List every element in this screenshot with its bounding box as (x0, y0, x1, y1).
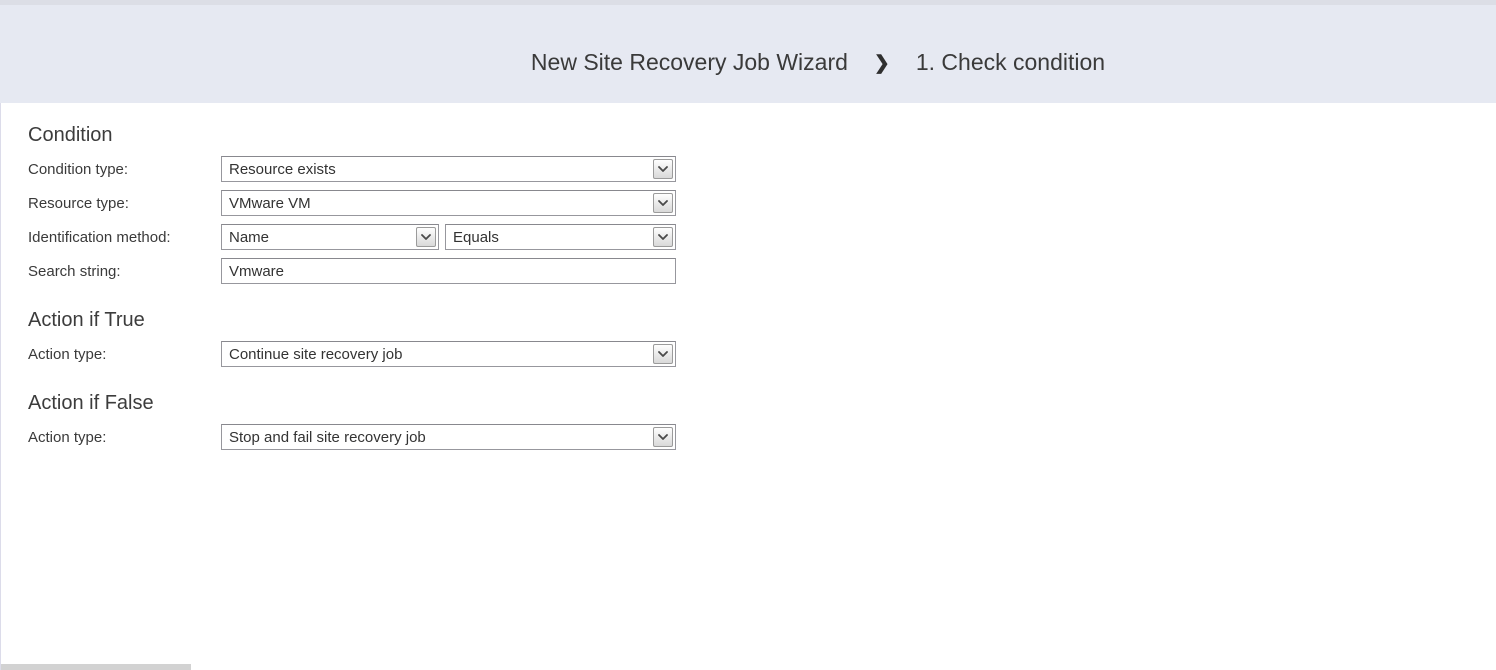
search-string-label: Search string: (28, 262, 121, 280)
condition-type-value: Resource exists (229, 160, 336, 178)
action-if-false-type-row: Action type: Stop and fail site recovery… (28, 424, 1496, 450)
search-string-input[interactable] (221, 258, 676, 284)
section-heading-condition: Condition (28, 124, 113, 146)
chevron-down-icon[interactable] (416, 227, 436, 247)
wizard-title: New Site Recovery Job Wizard (530, 49, 848, 75)
chevron-down-icon[interactable] (653, 427, 673, 447)
identification-method-value: Name (229, 228, 270, 246)
chevron-down-icon[interactable] (653, 227, 673, 247)
wizard-step-title: 1. Check condition (915, 49, 1106, 75)
action-if-false-type-label: Action type: (28, 428, 107, 446)
action-if-true-type-row: Action type: Continue site recovery job (28, 341, 1496, 367)
resource-type-label: Resource type: (28, 194, 129, 212)
condition-type-label: Condition type: (28, 160, 129, 178)
section-heading-action-if-false: Action if False (28, 392, 154, 414)
action-if-true-type-value: Continue site recovery job (229, 345, 403, 363)
action-if-false-type-select[interactable]: Stop and fail site recovery job (221, 424, 676, 450)
identification-method-label: Identification method: (28, 228, 171, 246)
chevron-down-icon[interactable] (653, 193, 673, 213)
identification-method-row: Identification method: Name Equals (28, 224, 1496, 250)
condition-type-row: Condition type: Resource exists (28, 156, 1496, 182)
wizard-header: New Site Recovery Job Wizard ❯ 1. Check … (0, 0, 1496, 103)
chevron-down-icon[interactable] (653, 159, 673, 179)
identification-operator-value: Equals (453, 228, 499, 246)
resource-type-select[interactable]: VMware VM (221, 190, 676, 216)
chevron-right-icon: ❯ (873, 53, 890, 74)
action-if-true-type-select[interactable]: Continue site recovery job (221, 341, 676, 367)
wizard-step-content: Condition Condition type: Resource exist… (0, 103, 1496, 670)
chevron-down-icon[interactable] (653, 344, 673, 364)
condition-type-select[interactable]: Resource exists (221, 156, 676, 182)
action-if-true-type-label: Action type: (28, 345, 107, 363)
section-heading-action-if-true: Action if True (28, 309, 145, 331)
identification-operator-select[interactable]: Equals (445, 224, 676, 250)
search-string-row: Search string: (28, 258, 1496, 284)
identification-method-select[interactable]: Name (221, 224, 439, 250)
resource-type-value: VMware VM (229, 194, 311, 212)
action-if-false-type-value: Stop and fail site recovery job (229, 428, 426, 446)
horizontal-scrollbar-thumb[interactable] (1, 664, 191, 670)
resource-type-row: Resource type: VMware VM (28, 190, 1496, 216)
